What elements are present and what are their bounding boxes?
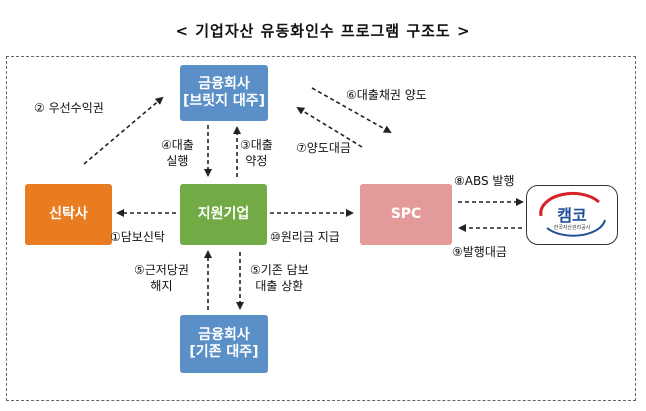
bridge-lender-node: 금융회사 [브릿지 대주] (180, 65, 268, 121)
kamco-swoosh-icon (539, 191, 606, 237)
kamco-logo-text: 캠코 (557, 206, 587, 225)
trust-company-label: 신탁사 (49, 205, 88, 222)
bridge-lender-title: 금융회사 (198, 75, 250, 92)
label-loan-transfer: ⑥대출채권 양도 (346, 88, 427, 102)
kamco-logo-icon: 캠코 한국자산관리공사 (526, 185, 618, 245)
label-abs-issuance: ⑧ABS 발행 (454, 174, 515, 188)
supported-company-label: 지원기업 (197, 205, 250, 222)
existing-lender-subtitle: [기존 대주] (189, 344, 259, 360)
arrow-loan-transfer (311, 87, 392, 133)
label-collateral-trust: ①담보신탁 (110, 230, 165, 244)
bridge-lender-subtitle: [브릿지 대주] (182, 93, 266, 109)
spc-node: SPC (360, 184, 452, 245)
existing-lender-node: 금융회사 [기존 대주] (180, 315, 268, 373)
label-priority-beneficiary: ② 우선수익권 (34, 101, 104, 115)
arrow-priority-beneficiary (83, 96, 164, 165)
diagram-frame (6, 56, 636, 401)
label-issuance-proceeds: ⑨발행대금 (452, 245, 507, 259)
existing-lender-title: 금융회사 (198, 326, 250, 343)
supported-company-node: 지원기업 (180, 184, 267, 245)
arrow-transfer-payment (296, 106, 363, 148)
kamco-logo-subtext: 한국자산관리공사 (553, 225, 591, 231)
label-principal-interest: ⑩원리금 지급 (270, 230, 340, 244)
label-transfer-payment: ⑦양도대금 (296, 141, 351, 155)
diagram-title: < 기업자산 유동화인수 프로그램 구조도 > (175, 22, 471, 40)
trust-company-node: 신탁사 (25, 184, 112, 245)
spc-label: SPC (390, 205, 422, 222)
